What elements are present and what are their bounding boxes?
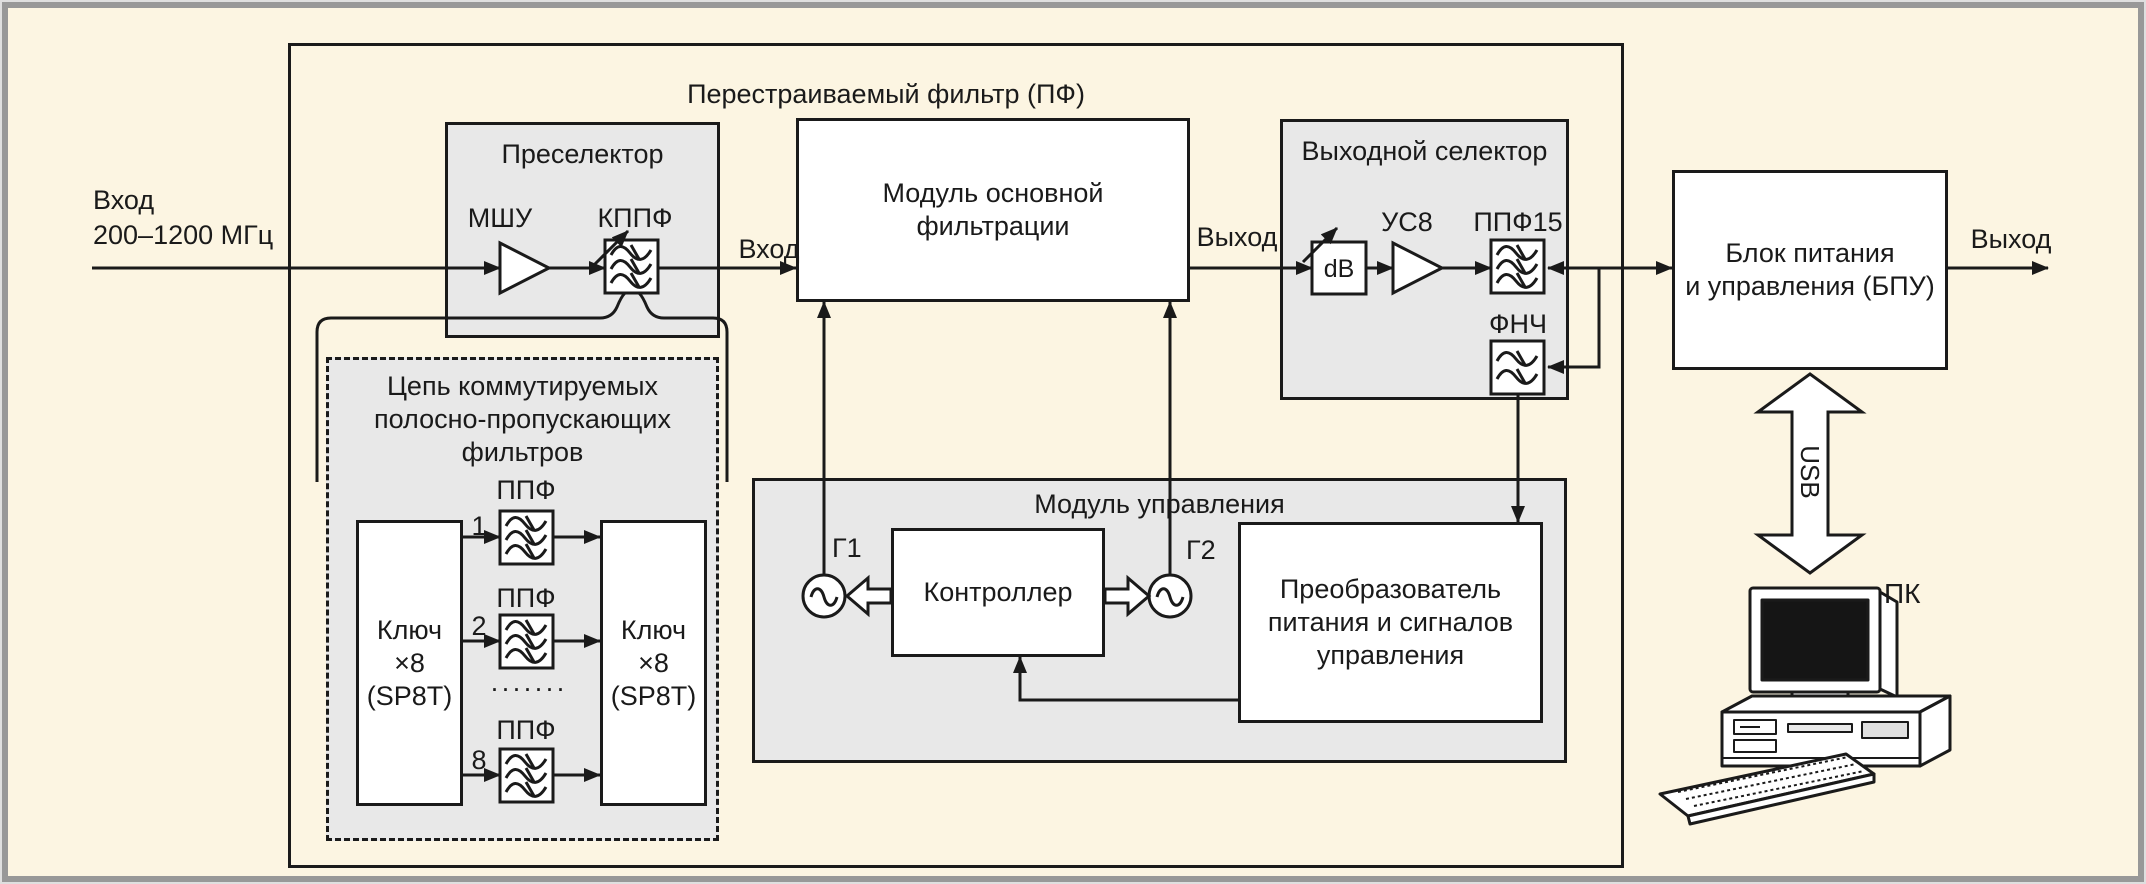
attenuator-label: dB [1323,255,1355,283]
switch-right-line1: Ключ [620,614,687,645]
switch-left-line1: Ключ [376,614,443,645]
input-label: Вход [93,185,155,215]
power-control-unit-box: Блок питания и управления (БПУ) [1672,170,1948,370]
switch-right-line3: (SP8T) [610,680,697,711]
g2-label: Г2 [1186,535,1216,565]
converter-label-line2: питания и сигналов [1267,607,1514,637]
chain-ellipsis: ······· [490,673,567,703]
output-label: Выход [1970,224,2052,254]
input-range-label: 200–1200 МГц [93,220,274,250]
converter-label-line1: Преобразователь [1279,574,1502,604]
lpf-label: ФНЧ [1488,309,1548,339]
switch-left-line2: ×8 [394,647,425,678]
chain-filter-label-8: ППФ [496,715,556,745]
pc-label: ПК [1884,578,1921,609]
output-selector-title: Выходной селектор [1301,136,1548,166]
chain-filter-num-2: 2 [471,611,487,641]
g1-label: Г1 [832,533,862,563]
power-signal-converter-box: Преобразователь питания и сигналов управ… [1238,522,1543,723]
chain-filter-label-1: ППФ [496,475,556,505]
tunable-filter-outline [288,43,1624,868]
ppf15-label: ППФ15 [1473,207,1563,237]
main-module-label-line2: фильтрации [916,211,1070,241]
switch-right-line2: ×8 [638,647,669,678]
pf-title: Перестраиваемый фильтр (ПФ) [687,79,1085,109]
us8-label: УС8 [1381,207,1433,237]
converter-label-line3: управления [1316,640,1465,670]
control-module-title: Модуль управления [1034,489,1285,519]
chain-title-line1: Цепь коммутируемых [386,371,659,401]
bpu-label-line1: Блок питания [1725,238,1895,268]
chain-filter-label-2: ППФ [496,583,556,613]
chain-title-line3: фильтров [461,437,584,467]
switch-sp8t-left-box: Ключ ×8 (SP8T) [356,520,463,806]
chain-filter-num-8: 8 [471,745,487,775]
lna-label: МШУ [467,203,533,233]
kppf-label: КППФ [597,203,673,233]
usb-label: USB [1795,445,1826,499]
switch-left-line3: (SP8T) [366,680,453,711]
module-in-label: Вход [738,234,800,264]
bpu-label-line2: и управления (БПУ) [1685,271,1935,301]
main-filtering-module-box: Модуль основной фильтрации [796,118,1190,302]
chain-title-line2: полосно-пропускающих [374,404,671,434]
preselector-title: Преселектор [501,139,664,169]
switch-sp8t-right-box: Ключ ×8 (SP8T) [600,520,707,806]
module-out-label: Выход [1196,222,1278,252]
controller-label: Контроллер [923,577,1073,607]
chain-filter-num-1: 1 [471,511,487,541]
main-module-label-line1: Модуль основной [882,178,1104,208]
controller-box: Контроллер [891,528,1105,657]
pc-illustration [1658,586,1952,826]
